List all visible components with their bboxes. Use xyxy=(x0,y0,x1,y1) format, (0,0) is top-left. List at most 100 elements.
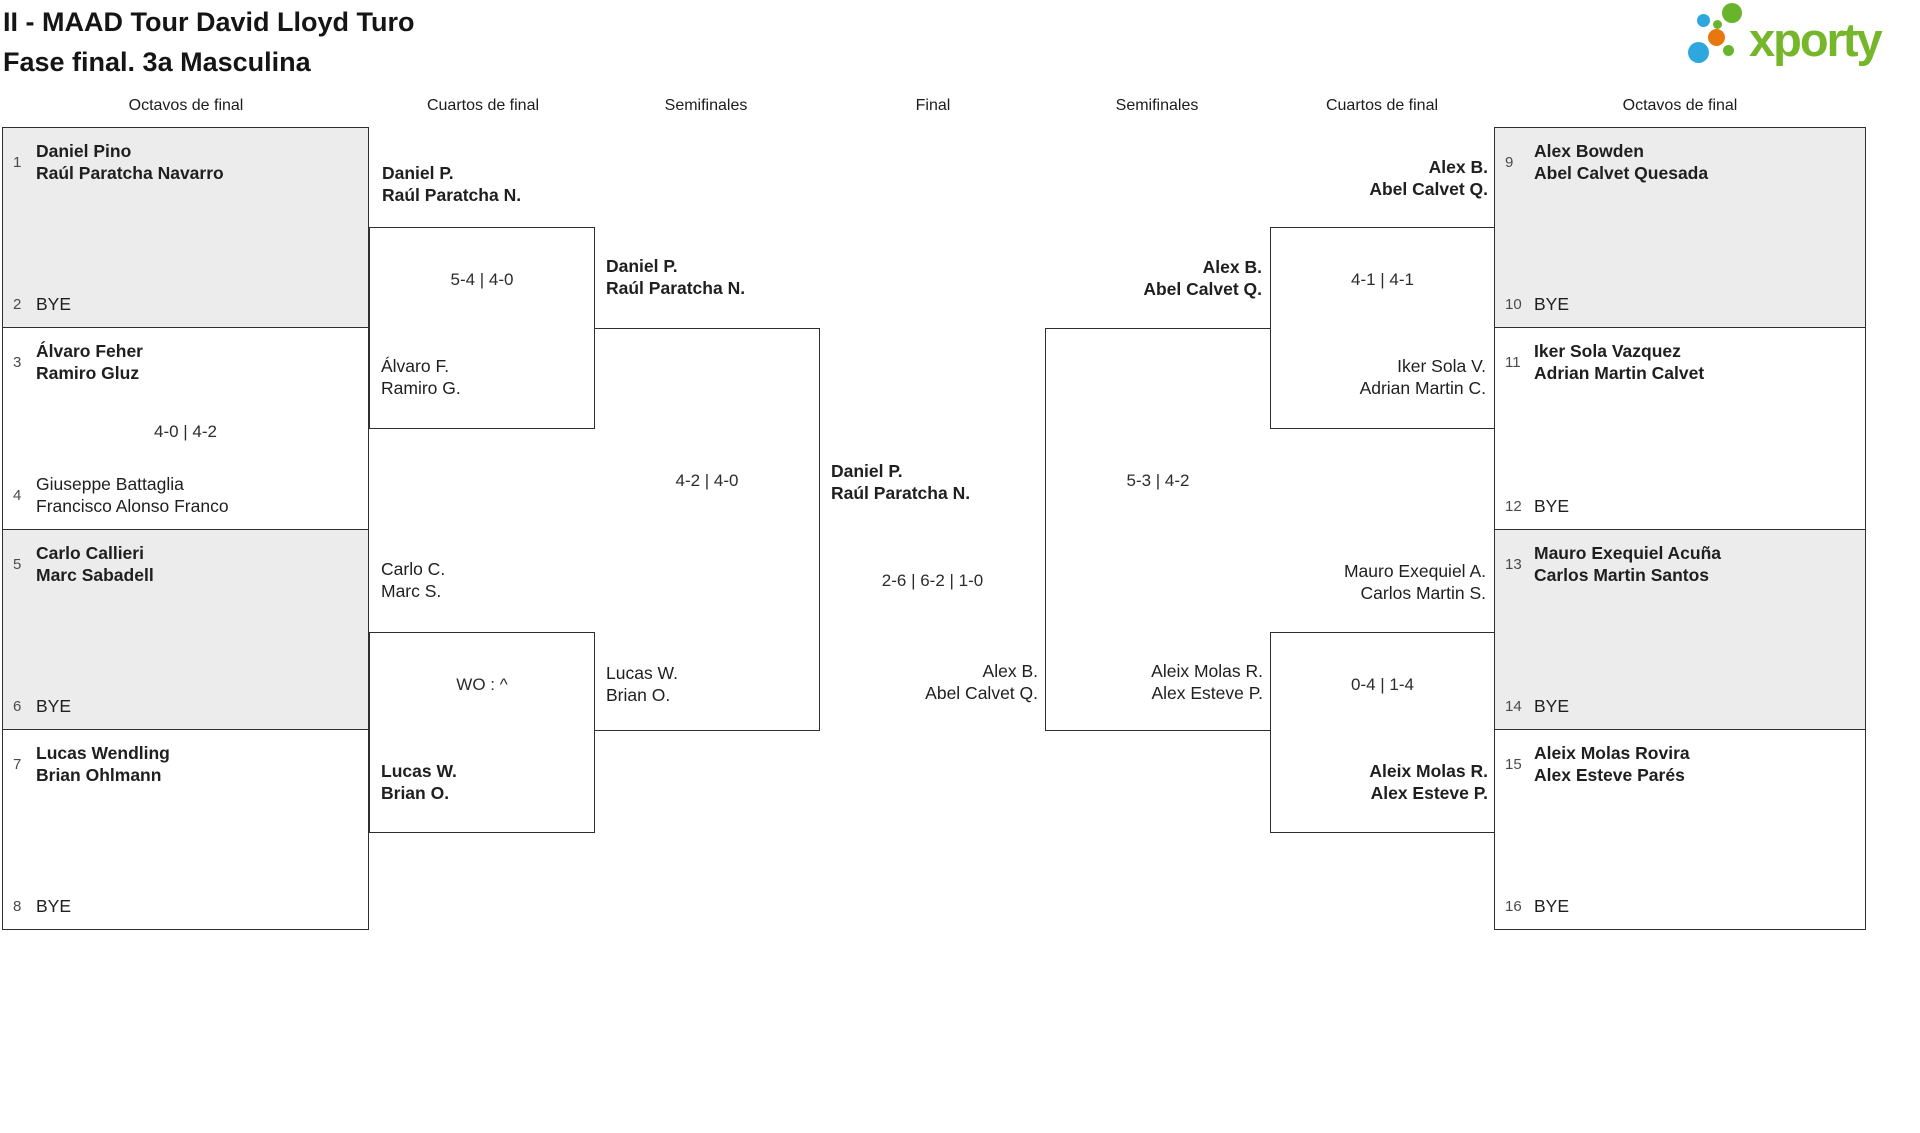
round-header-semis-right: Semifinales xyxy=(1115,97,1199,114)
final-loser: Alex B.Abel Calvet Q. xyxy=(925,661,1038,703)
seed-number: 8 xyxy=(13,897,22,915)
team-names: BYE xyxy=(1534,895,1570,916)
team-row-bye: 2 BYE xyxy=(3,294,368,316)
logo-dot-orange-icon xyxy=(1708,29,1725,46)
qf-left-1-score: 5-4 | 4-0 xyxy=(450,270,514,289)
seed-number: 14 xyxy=(1505,697,1522,715)
qf-right-2-score: 0-4 | 1-4 xyxy=(1350,675,1414,694)
match-box-quarterfinal-left-1 xyxy=(369,227,595,429)
match-score: 4-0 | 4-2 xyxy=(153,422,217,441)
round-header-octavos-right: Octavos de final xyxy=(1622,97,1738,114)
seed-number: 4 xyxy=(13,487,22,504)
team-names: BYE xyxy=(1534,695,1570,716)
seed-number: 11 xyxy=(1505,354,1521,371)
team-row-bye: 16 BYE xyxy=(1495,896,1865,918)
match-box-semifinal-left xyxy=(594,328,820,731)
match-box-quarterfinal-right-1 xyxy=(1270,227,1495,429)
page-title-block: II - MAAD Tour David Lloyd Turo Fase fin… xyxy=(3,2,414,82)
qf-left-2-score: WO : ^ xyxy=(456,675,508,694)
page-subtitle: Fase final. 3a Masculina xyxy=(3,47,311,77)
round-header-semis-left: Semifinales xyxy=(664,97,748,114)
logo-wordmark: xporty xyxy=(1749,13,1883,66)
sf-left-score: 4-2 | 4-0 xyxy=(675,471,739,490)
seed-number: 9 xyxy=(1505,154,1514,171)
round-header-octavos-left: Octavos de final xyxy=(128,97,244,114)
qf-left-2-team-top: Carlo C.Marc S. xyxy=(381,559,446,601)
seed-number: 7 xyxy=(13,756,22,773)
page-title: II - MAAD Tour David Lloyd Turo xyxy=(3,7,415,37)
team-row-bye: 10 BYE xyxy=(1495,294,1865,316)
round-header-cuartos-right: Cuartos de final xyxy=(1325,97,1439,114)
logo-dot-blue-large-icon xyxy=(1688,42,1709,63)
final-winner: Daniel P.Raúl Paratcha N. xyxy=(831,461,971,503)
final-score: 2-6 | 6-2 | 1-0 xyxy=(881,571,984,590)
seed-number: 5 xyxy=(13,556,22,573)
qf-right-1-winner: Alex B.Abel Calvet Q. xyxy=(1369,157,1488,199)
team-names: BYE xyxy=(1534,293,1570,314)
seed-number: 12 xyxy=(1505,497,1522,515)
seed-number: 3 xyxy=(13,354,22,371)
seed-number: 15 xyxy=(1505,756,1522,773)
logo-dot-green-large-icon xyxy=(1722,3,1742,23)
round-header-final: Final xyxy=(915,97,951,114)
seed-number: 16 xyxy=(1505,897,1522,915)
seed-number: 13 xyxy=(1505,556,1522,573)
sf-left-loser: Lucas W.Brian O. xyxy=(606,663,678,705)
qf-right-1-loser: Iker Sola V.Adrian Martin C. xyxy=(1359,356,1486,398)
logo-dot-green-tiny-icon xyxy=(1713,20,1722,29)
qf-right-2-team-top: Mauro Exequiel A.Carlos Martin S. xyxy=(1343,561,1486,603)
seed-number: 10 xyxy=(1505,295,1522,313)
sf-left-winner: Daniel P.Raúl Paratcha N. xyxy=(606,256,746,298)
seed-number: 1 xyxy=(13,154,22,171)
round-header-cuartos-left: Cuartos de final xyxy=(426,97,540,114)
xporty-logo: xporty xyxy=(1683,3,1918,78)
qf-left-1-winner: Daniel P.Raúl Paratcha N. xyxy=(382,163,522,205)
team-names: BYE xyxy=(1534,495,1570,516)
seed-number: 6 xyxy=(13,697,22,715)
qf-left-2-winner: Lucas W.Brian O. xyxy=(381,761,457,803)
qf-right-2-winner: Aleix Molas R.Alex Esteve P. xyxy=(1369,761,1488,803)
team-names: BYE xyxy=(36,895,72,916)
match-box-quarterfinal-left-2 xyxy=(369,632,595,833)
team-names: BYE xyxy=(36,293,72,314)
sf-right-loser: Aleix Molas R.Alex Esteve P. xyxy=(1151,661,1263,703)
team-row-bye: 6 BYE xyxy=(3,696,368,718)
sf-right-winner: Alex B.Abel Calvet Q. xyxy=(1143,257,1262,299)
seed-number: 2 xyxy=(13,295,22,313)
qf-right-1-score: 4-1 | 4-1 xyxy=(1350,270,1414,289)
logo-dot-green-small-icon xyxy=(1723,45,1734,56)
logo-dot-blue-small-icon xyxy=(1697,14,1710,27)
team-row-bye: 12 BYE xyxy=(1495,496,1865,518)
match-box-semifinal-right xyxy=(1045,328,1271,731)
team-names: BYE xyxy=(36,695,72,716)
team-row-bye: 8 BYE xyxy=(3,896,368,918)
team-row-bye: 14 BYE xyxy=(1495,696,1865,718)
